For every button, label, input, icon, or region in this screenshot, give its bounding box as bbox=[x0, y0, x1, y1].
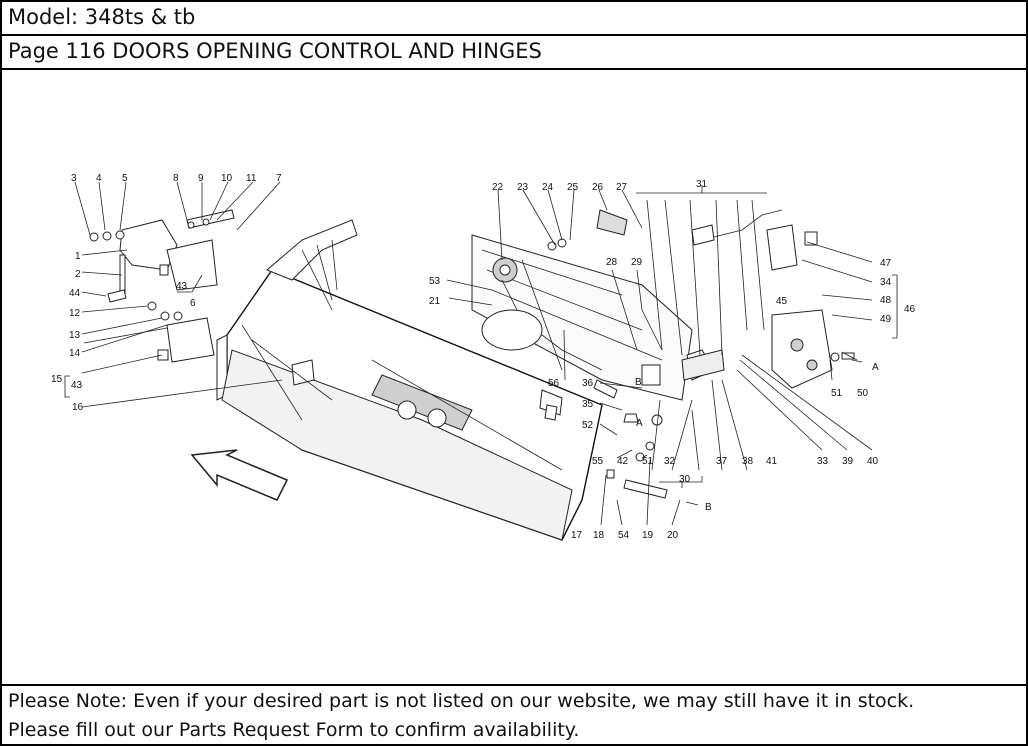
callout-55: 55 bbox=[592, 456, 604, 467]
callout-51a: 51 bbox=[642, 456, 654, 467]
direction-arrow bbox=[190, 449, 289, 501]
callout-34: 34 bbox=[880, 277, 892, 288]
callout-47: 47 bbox=[880, 258, 892, 269]
page-title-row: Page 116 DOORS OPENING CONTROL AND HINGE… bbox=[2, 36, 1026, 70]
callout-14: 14 bbox=[69, 348, 81, 359]
callout-43: 43 bbox=[176, 281, 188, 292]
callout-36: 36 bbox=[582, 378, 594, 389]
callout-23: 23 bbox=[517, 182, 529, 193]
callout-6: 6 bbox=[190, 298, 196, 309]
leader-lines bbox=[64, 181, 898, 526]
callout-54: 54 bbox=[618, 530, 630, 541]
callout-30: 30 bbox=[679, 474, 691, 485]
callout-41: 41 bbox=[766, 456, 778, 467]
callout-18: 18 bbox=[593, 530, 605, 541]
callout-a2: A bbox=[872, 362, 879, 373]
callout-b1: B bbox=[635, 377, 642, 388]
callout-28: 28 bbox=[606, 257, 618, 268]
callout-a1: A bbox=[636, 418, 643, 429]
callout-8: 8 bbox=[173, 173, 179, 184]
page-title: Page 116 DOORS OPENING CONTROL AND HINGE… bbox=[8, 39, 542, 63]
callout-45: 45 bbox=[776, 296, 788, 307]
door-body bbox=[216, 219, 603, 541]
callout-29: 29 bbox=[631, 257, 643, 268]
callout-39: 39 bbox=[842, 456, 854, 467]
callout-3: 3 bbox=[71, 173, 77, 184]
callout-labels: 3 4 5 8 9 10 11 7 1 2 43 6 44 12 13 14 1… bbox=[51, 173, 916, 541]
callout-26: 26 bbox=[592, 182, 604, 193]
callout-32: 32 bbox=[664, 456, 676, 467]
callout-7: 7 bbox=[276, 173, 282, 184]
callout-42: 42 bbox=[617, 456, 629, 467]
callout-13: 13 bbox=[69, 330, 81, 341]
callout-48: 48 bbox=[880, 295, 892, 306]
stock-note: Please Note: Even if your desired part i… bbox=[8, 690, 915, 712]
callout-5: 5 bbox=[122, 173, 128, 184]
callout-56: 56 bbox=[548, 378, 560, 389]
callout-20: 20 bbox=[667, 530, 679, 541]
lower-hinge bbox=[107, 289, 215, 363]
callout-27: 27 bbox=[616, 182, 628, 193]
callout-49: 49 bbox=[880, 314, 892, 325]
callout-15: 15 bbox=[51, 374, 63, 385]
callout-1: 1 bbox=[75, 251, 81, 262]
model-title: Model: 348ts & tb bbox=[8, 5, 196, 29]
callout-21: 21 bbox=[429, 296, 441, 307]
lock-mechanism bbox=[547, 209, 855, 499]
callout-53: 53 bbox=[429, 276, 441, 287]
callout-22: 22 bbox=[492, 182, 504, 193]
callout-35: 35 bbox=[582, 399, 594, 410]
inner-panel bbox=[471, 234, 693, 401]
callout-31: 31 bbox=[696, 179, 708, 190]
callout-44: 44 bbox=[69, 288, 81, 299]
callout-10: 10 bbox=[221, 173, 233, 184]
upper-hinge bbox=[89, 209, 235, 296]
exploded-diagram: 3 4 5 8 9 10 11 7 1 2 43 6 44 12 13 14 1… bbox=[2, 70, 1026, 686]
callout-2: 2 bbox=[75, 269, 81, 280]
callout-11: 11 bbox=[246, 173, 257, 184]
callout-12: 12 bbox=[69, 308, 81, 319]
callout-17: 17 bbox=[571, 530, 583, 541]
callout-43b: 43 bbox=[71, 380, 83, 391]
callout-38: 38 bbox=[742, 456, 754, 467]
callout-46: 46 bbox=[904, 304, 916, 315]
note-section: Please Note: Even if your desired part i… bbox=[2, 686, 1026, 744]
callout-33: 33 bbox=[817, 456, 829, 467]
callout-52: 52 bbox=[582, 420, 594, 431]
door-assembly-drawing: 3 4 5 8 9 10 11 7 1 2 43 6 44 12 13 14 1… bbox=[51, 173, 916, 541]
callout-40: 40 bbox=[867, 456, 879, 467]
callout-9: 9 bbox=[198, 173, 204, 184]
callout-4: 4 bbox=[96, 173, 102, 184]
callout-19: 19 bbox=[642, 530, 654, 541]
callout-b2: B bbox=[705, 502, 712, 513]
callout-24: 24 bbox=[542, 182, 554, 193]
callout-50: 50 bbox=[857, 388, 869, 399]
model-row: Model: 348ts & tb bbox=[2, 2, 1026, 36]
request-form-note: Please fill out our Parts Request Form t… bbox=[8, 719, 580, 741]
callout-25: 25 bbox=[567, 182, 579, 193]
callout-51b: 51 bbox=[831, 388, 843, 399]
callout-37: 37 bbox=[716, 456, 728, 467]
callout-16: 16 bbox=[72, 402, 84, 413]
